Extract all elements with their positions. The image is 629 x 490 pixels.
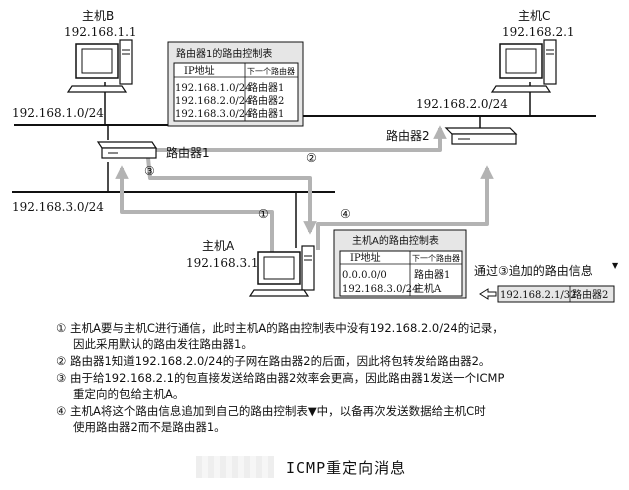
- added-route-ip: 192.168.2.1/32: [500, 290, 577, 301]
- note-2-line-1: 路由器1知道192.168.2.0/24的子网在路由器2的后面，因此将包转发给路…: [69, 354, 491, 368]
- host-a-table-row-2-next: 主机A: [414, 282, 442, 295]
- router-2-icon: [444, 127, 518, 145]
- host-c-ip: 192.168.2.1: [502, 25, 575, 39]
- router-1-table-row-1-ip: 192.168.1.0/24: [175, 83, 252, 94]
- router-1-icon: [96, 141, 158, 159]
- host-a-computer-icon: [248, 245, 315, 297]
- path-step-3: [146, 157, 317, 235]
- host-c-name: 主机C: [518, 9, 550, 23]
- router-1-table-row-1-next: 路由器1: [248, 81, 284, 94]
- host-a-table-col-ip: IP地址: [350, 251, 381, 264]
- host-a-routing-table: 主机A的路由控制表 IP地址 下一个路由器 0.0.0.0/0 路由器1 192…: [333, 229, 467, 299]
- network-diagram: 主机B 192.168.1.1 192.168.1.0/24 主机C 192.1…: [12, 9, 619, 303]
- host-a-name: 主机A: [202, 239, 235, 253]
- step-3-label: ③: [144, 164, 155, 178]
- network-192-168-2-label: 192.168.2.0/24: [416, 97, 508, 111]
- packet-paths: [115, 125, 494, 252]
- caption-text: ICMP重定向消息: [286, 459, 407, 477]
- note-2-number: ②: [56, 354, 67, 368]
- host-a-table-col-next: 下一个路由器: [412, 253, 460, 263]
- explanation-notes: ① 主机A要与主机C进行通信，此时主机A的路由控制表中没有192.168.2.0…: [56, 320, 616, 436]
- step-1-label: ①: [258, 207, 269, 221]
- figure-caption: ICMP重定向消息: [196, 454, 446, 480]
- router-1-table-col-next: 下一个路由器: [247, 66, 295, 76]
- router-1-table-title: 路由器1的路由控制表: [176, 47, 272, 60]
- added-route-next: 路由器2: [572, 288, 608, 301]
- router-2-label: 路由器2: [386, 128, 430, 143]
- path-step-2: [148, 125, 447, 152]
- router-1-table-row-2-ip: 192.168.2.0/24: [175, 96, 252, 107]
- note-4: ④ 主机A将这个路由信息追加到自己的路由控制表▼中，以备再次发送数据给主机C时 …: [56, 403, 616, 435]
- host-b-name: 主机B: [82, 9, 114, 23]
- router-1-table-row-3-ip: 192.168.3.0/24: [175, 109, 252, 120]
- host-b-ip: 192.168.1.1: [64, 25, 137, 39]
- step-4-label: ④: [340, 207, 351, 221]
- host-a-ip: 192.168.3.1: [186, 256, 259, 270]
- host-b-computer-icon: [66, 39, 133, 93]
- router-1-table-col-ip: IP地址: [184, 64, 215, 77]
- added-route-arrow: [479, 288, 497, 300]
- caption-blurred-figure-number: [196, 456, 274, 478]
- note-3-line-2: 重定向的包给主机A。: [73, 387, 185, 401]
- note-2: ② 路由器1知道192.168.2.0/24的子网在路由器2的后面，因此将包转发…: [56, 353, 616, 369]
- added-route-label: 通过③追加的路由信息: [474, 263, 593, 278]
- added-route-marker: ▼: [612, 261, 619, 270]
- router-1-routing-table: 路由器1的路由控制表 IP地址 下一个路由器 192.168.1.0/24 路由…: [167, 41, 304, 127]
- note-4-line-1: 主机A将这个路由信息追加到自己的路由控制表▼中，以备再次发送数据给主机C时: [69, 404, 486, 418]
- note-4-line-2: 使用路由器2而不是路由器1。: [73, 420, 226, 434]
- note-3-line-1: 由于给192.168.2.1的包直接发送给路由器2效率会更高，因此路由器1发送一…: [69, 371, 505, 385]
- router-1-table-row-2-next: 路由器2: [248, 94, 284, 107]
- router-1-label: 路由器1: [166, 145, 210, 160]
- host-a-table-row-1-ip: 0.0.0.0/0: [342, 270, 387, 281]
- note-1-number: ①: [56, 321, 67, 335]
- note-1: ① 主机A要与主机C进行通信，此时主机A的路由控制表中没有192.168.2.0…: [56, 320, 616, 352]
- note-3-number: ③: [56, 371, 67, 385]
- note-3: ③ 由于给192.168.2.1的包直接发送给路由器2效率会更高，因此路由器1发…: [56, 370, 616, 402]
- note-1-line-1: 主机A要与主机C进行通信，此时主机A的路由控制表中没有192.168.2.0/2…: [69, 321, 504, 335]
- network-192-168-3-label: 192.168.3.0/24: [12, 200, 104, 214]
- host-a-table-title: 主机A的路由控制表: [352, 234, 439, 247]
- router-1-table-row-3-next: 路由器1: [248, 107, 284, 120]
- host-c-computer-icon: [490, 39, 557, 93]
- path-step-4: [316, 165, 494, 250]
- note-4-number: ④: [56, 404, 67, 418]
- step-2-label: ②: [306, 151, 317, 165]
- note-1-line-2: 因此采用默认的路由发往路由器1。: [73, 337, 253, 351]
- network-192-168-1-label: 192.168.1.0/24: [12, 106, 104, 120]
- path-step-1: [115, 165, 274, 252]
- added-route-entry: 192.168.2.1/32 路由器2: [497, 285, 615, 303]
- host-a-table-row-1-next: 路由器1: [414, 268, 450, 281]
- host-a-table-row-2-ip: 192.168.3.0/24: [342, 284, 419, 295]
